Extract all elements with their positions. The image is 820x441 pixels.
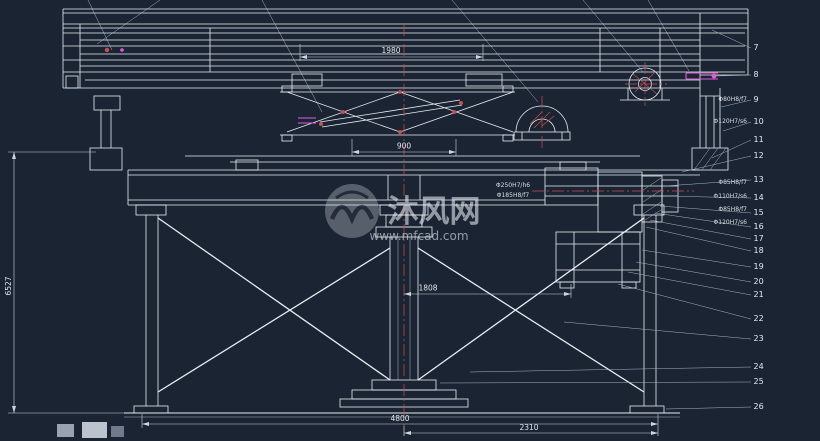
dim-overall-height: 6527 xyxy=(4,276,13,295)
bottom-left-artifact-chips xyxy=(57,422,124,438)
watermark-brand: 沐风网 xyxy=(388,194,481,230)
drive-shaft-highlight xyxy=(120,48,718,124)
dim-deck-span: 1980 xyxy=(381,46,400,55)
dim-right-span: 2310 xyxy=(519,423,538,432)
fit-annotations: Φ80H8/f7 Φ120H7/s6 Φ85H8/f7 Φ110H7/s6 Φ8… xyxy=(496,96,747,226)
callout-26: 26 xyxy=(754,402,764,411)
callout-22: 22 xyxy=(754,314,764,323)
fit-bearing-2: Φ110H7/s6 xyxy=(714,193,748,200)
callout-25: 25 xyxy=(754,377,764,386)
centerlines xyxy=(104,24,694,436)
callout-11: 11 xyxy=(754,135,764,144)
dim-overall-width: 4800 xyxy=(390,414,409,423)
artifact-chip xyxy=(111,426,124,437)
gearbox xyxy=(555,231,641,289)
artifact-chip xyxy=(57,424,74,437)
callout-17: 17 xyxy=(754,234,764,243)
right-support-column xyxy=(691,88,729,171)
scissor-lift-mechanism xyxy=(280,85,515,142)
fit-bearing-3: Φ85H8/f7 xyxy=(718,206,747,213)
callout-10: 10 xyxy=(754,117,764,126)
callout-23: 23 xyxy=(754,334,764,343)
artifact-chip xyxy=(82,422,107,438)
dim-base-span: 1808 xyxy=(418,284,437,293)
watermark-site: www.mfcad.com xyxy=(369,229,468,243)
fit-bearing-1: Φ85H8/f7 xyxy=(718,179,747,186)
top-leader-lines xyxy=(87,0,690,113)
fit-slew-ring-1: Φ250H7/h6 xyxy=(496,182,530,189)
left-jack-support xyxy=(89,95,123,171)
callout-9: 9 xyxy=(754,95,759,104)
callout-16: 16 xyxy=(754,222,764,231)
bearing-stack xyxy=(544,167,679,233)
fit-shaft-top: Φ80H8/f7 xyxy=(718,96,747,103)
watermark: 沐风网 www.mfcad.com xyxy=(325,184,481,243)
fit-slew-ring-2: Φ185H8/f7 xyxy=(497,192,530,199)
callout-21: 21 xyxy=(754,290,764,299)
callout-leader-lines xyxy=(439,29,752,410)
ground-line xyxy=(124,412,680,418)
callout-24: 24 xyxy=(754,362,764,371)
callout-13: 13 xyxy=(754,175,764,184)
support-legs xyxy=(133,204,665,414)
callout-15: 15 xyxy=(754,208,764,217)
callout-numbers: 7 8 9 10 11 12 13 14 15 16 17 18 19 20 2… xyxy=(754,43,764,411)
callout-19: 19 xyxy=(754,262,764,271)
dimension-lines: 1980 900 1808 4800 2310 6527 xyxy=(4,44,659,436)
callout-8: 8 xyxy=(754,70,759,79)
callout-20: 20 xyxy=(754,277,764,286)
fit-bearing-4: Φ120H7/s6 xyxy=(714,219,748,226)
callout-14: 14 xyxy=(754,193,764,202)
callout-7: 7 xyxy=(754,43,759,52)
callout-18: 18 xyxy=(754,246,764,255)
dim-center-span: 900 xyxy=(397,142,412,151)
fit-shaft-top2: Φ120H7/s6 xyxy=(714,118,748,125)
callout-12: 12 xyxy=(754,151,764,160)
main-beam xyxy=(127,159,700,206)
